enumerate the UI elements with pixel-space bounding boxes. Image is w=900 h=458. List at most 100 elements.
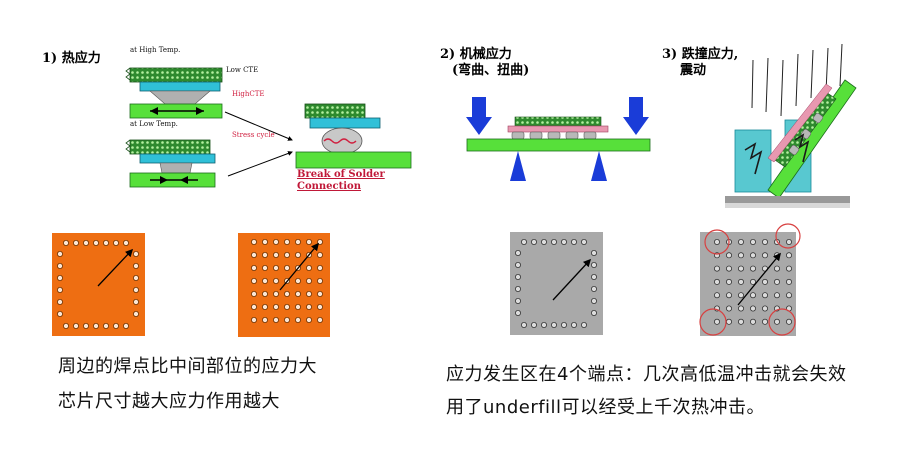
package-substrate <box>510 232 603 335</box>
solder-ball <box>750 292 757 299</box>
solder-ball <box>726 292 733 299</box>
solder-ball <box>316 251 323 258</box>
break-solder-line1: Break of Solder <box>297 169 385 180</box>
orange-package-perimeter <box>52 233 145 336</box>
solder-ball <box>250 316 257 323</box>
solder-ball <box>261 277 268 284</box>
solder-ball <box>738 278 745 285</box>
solder-ball <box>294 290 301 297</box>
solder-ball <box>283 303 290 310</box>
solder-ball <box>786 252 793 259</box>
solder-ball <box>774 318 781 325</box>
solder-ball <box>272 290 279 297</box>
thermal-stress-diagram <box>125 67 412 188</box>
solder-ball <box>261 303 268 310</box>
solder-ball <box>738 265 745 272</box>
solder-ball <box>774 278 781 285</box>
drop-shock-diagram <box>725 43 857 208</box>
solder-ball <box>714 265 721 272</box>
solder-ball <box>738 238 745 245</box>
solder-ball <box>714 318 721 325</box>
mechanical-stress-title: 2) 机械应力 (弯曲、扭曲) <box>440 47 529 79</box>
solder-ball <box>250 290 257 297</box>
drop-title-line2: 震动 <box>680 63 707 78</box>
low-temp-stack <box>125 139 216 188</box>
caption-right-line2: 用了underfill可以经受上千次热冲击。 <box>446 397 766 418</box>
solder-ball <box>305 238 312 245</box>
solder-ball <box>714 278 721 285</box>
solder-ball <box>762 252 769 259</box>
solder-ball <box>786 278 793 285</box>
solder-ball <box>261 290 268 297</box>
solder-ball <box>726 305 733 312</box>
solder-ball <box>762 318 769 325</box>
corner-highlight-bottom-left <box>699 308 727 336</box>
high-cte-label: HighCTE <box>232 90 265 98</box>
solder-ball <box>762 292 769 299</box>
solder-ball <box>272 238 279 245</box>
solder-ball <box>261 238 268 245</box>
solder-ball <box>294 251 301 258</box>
solder-ball <box>316 264 323 271</box>
low-cte-label: Low CTE <box>226 66 259 74</box>
solder-ball <box>786 265 793 272</box>
solder-ball <box>305 290 312 297</box>
corner-highlight-top-right <box>775 223 801 249</box>
mechanical-title-line1: 2) 机械应力 <box>440 47 512 62</box>
solder-ball <box>750 238 757 245</box>
solder-ball <box>738 318 745 325</box>
solder-ball <box>786 318 793 325</box>
solder-ball <box>726 278 733 285</box>
solder-ball <box>774 292 781 299</box>
solder-ball <box>762 278 769 285</box>
solder-ball <box>305 316 312 323</box>
solder-ball <box>750 265 757 272</box>
solder-ball <box>261 264 268 271</box>
solder-ball <box>750 318 757 325</box>
corner-highlight-top-left <box>704 229 730 255</box>
solder-ball <box>714 238 721 245</box>
solder-ball <box>726 252 733 259</box>
solder-ball <box>250 303 257 310</box>
solder-ball <box>762 305 769 312</box>
solder-ball <box>283 251 290 258</box>
solder-ball <box>316 238 323 245</box>
solder-ball <box>738 305 745 312</box>
solder-ball <box>714 292 721 299</box>
solder-ball <box>272 251 279 258</box>
solder-ball <box>261 251 268 258</box>
low-temp-label: at Low Temp. <box>130 120 178 128</box>
solder-ball <box>316 277 323 284</box>
solder-ball <box>272 316 279 323</box>
solder-ball <box>316 316 323 323</box>
solder-ball <box>762 238 769 245</box>
solder-ball <box>738 292 745 299</box>
solder-ball <box>738 252 745 259</box>
solder-ball <box>250 277 257 284</box>
gray-package-array <box>699 223 801 336</box>
caption-left-line2: 芯片尺寸越大应力作用越大 <box>58 391 280 412</box>
break-solder-line2: Connection <box>297 181 361 192</box>
mechanical-title-line2: (弯曲、扭曲) <box>452 63 530 78</box>
break-solder-label: Break of Solder Connection <box>297 169 385 193</box>
solder-ball <box>750 305 757 312</box>
solder-ball <box>786 238 793 245</box>
solder-ball <box>250 264 257 271</box>
solder-ball <box>316 290 323 297</box>
solder-ball <box>294 238 301 245</box>
solder-ball <box>786 292 793 299</box>
solder-ball <box>272 303 279 310</box>
solder-ball <box>272 264 279 271</box>
thermal-stress-title: 1) 热应力 <box>42 51 101 66</box>
solder-ball <box>305 303 312 310</box>
mechanical-stress-diagram <box>466 97 651 181</box>
stress-cycle-label: Stress cycle <box>232 131 275 139</box>
solder-ball <box>774 265 781 272</box>
solder-ball <box>726 265 733 272</box>
solder-ball <box>283 238 290 245</box>
high-temp-stack <box>125 67 223 119</box>
solder-ball <box>294 316 301 323</box>
solder-ball <box>294 277 301 284</box>
solder-ball <box>305 264 312 271</box>
solder-ball <box>283 316 290 323</box>
